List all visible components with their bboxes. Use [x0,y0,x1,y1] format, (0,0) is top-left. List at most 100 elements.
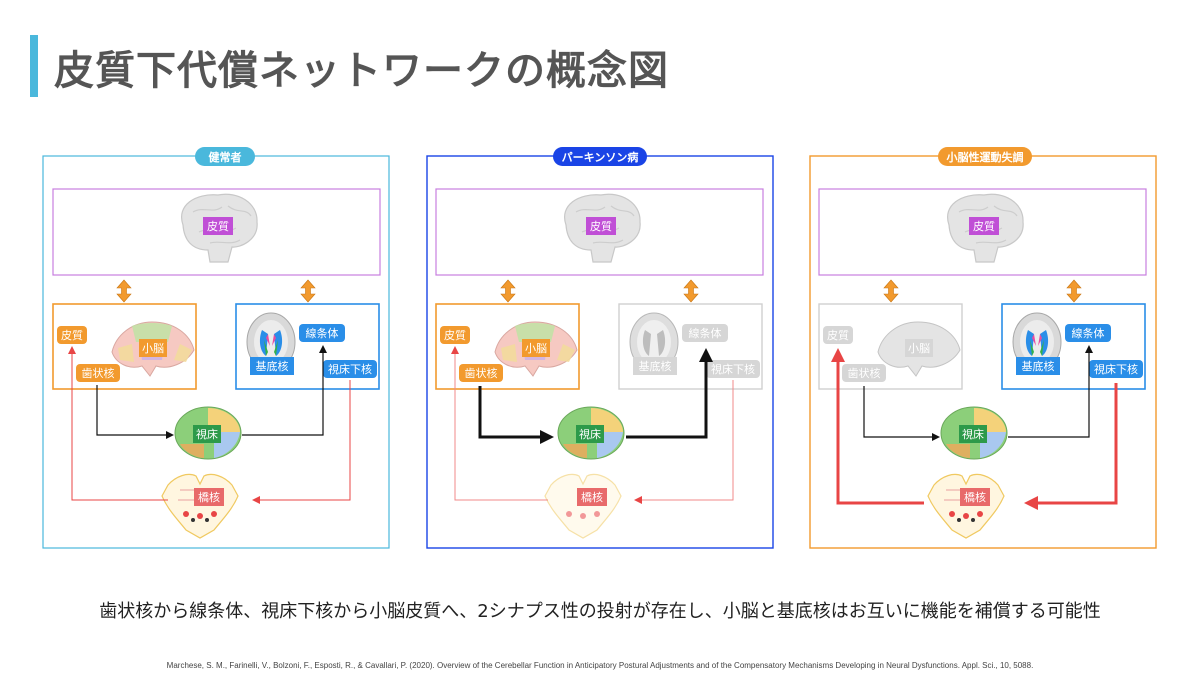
citation-text: Marchese, S. M., Farinelli, V., Bolzoni,… [166,661,1034,670]
pons-to-cerebellar-cortex-arrow [831,348,924,505]
cerebellum-label: 小脳 [908,342,930,355]
pons-to-cerebellar-cortex-arrow [68,346,168,501]
striatum-label: 線条体 [689,326,722,340]
cerebellum-label-box [139,339,167,357]
stn-to-pons-arrow [252,380,351,504]
pons-label-box [577,488,607,506]
thalamus-label-box [576,425,604,443]
bidirectional-arrow-icon [116,279,132,303]
panel-label: 小脳性運動失調 [946,150,1024,164]
cerebellum-label-box [905,339,933,357]
pons-label-box [194,488,224,506]
cortex-box [52,188,381,276]
stn-label: 視床下核 [1094,362,1138,376]
panel-parkinson: パーキンソン病 皮質 小脳 皮質 歯状核 [426,147,774,549]
page-title: 皮質下代償ネットワークの概念図 [54,48,669,94]
brain-axial-icon [246,312,296,372]
panel-label-badge [195,147,255,166]
panel-ataxia: 小脳性運動失調 皮質 小脳 皮質 歯状核 [809,147,1157,549]
dentate-to-thalamus-arrow [96,385,174,439]
basal-ganglia-label-box [633,357,677,375]
stn-label: 視床下核 [328,362,372,376]
basal-ganglia-box [1001,303,1146,390]
dentate-label-box [459,364,503,382]
dentate-label-box [842,364,886,382]
panel-label-badge [938,147,1032,166]
basal-ganglia-box [618,303,763,390]
cerebellar-cortex-label: 皮質 [61,328,83,342]
cortex-label: 皮質 [207,219,229,233]
dentate-label-box [76,364,120,382]
basal-ganglia-label-box [1016,357,1060,375]
pons-icon [544,473,622,539]
cerebellar-cortex-label-box [57,326,87,344]
cerebellar-cortex-label: 皮質 [827,328,849,342]
thalamus-to-striatum-arrow [1008,345,1093,438]
cerebellum-box [52,303,197,390]
dentate-label: 歯状核 [848,366,881,380]
stn-label-box [1089,360,1143,378]
striatum-label-box [299,324,345,342]
cerebellar-cortex-label-box [823,326,853,344]
stn-to-pons-arrow [634,380,734,504]
brain-axial-icon [1012,312,1062,372]
thalamus-label: 視床 [196,427,218,441]
panel-healthy: 健常者 皮質 小脳 皮質 歯状核 [42,147,390,549]
cortex-label: 皮質 [590,219,612,233]
cerebellar-cortex-label: 皮質 [444,328,466,342]
thalamus-label-box [193,425,221,443]
bidirectional-arrow-icon [1066,279,1082,303]
bidirectional-arrow-icon [883,279,899,303]
striatum-label: 線条体 [1072,326,1105,340]
cortex-label-box [203,217,233,235]
cortex-label-box [969,217,999,235]
striatum-label-box [1065,324,1111,342]
panel-label: 健常者 [209,150,242,164]
thalamus-label-box [959,425,987,443]
dentate-label: 歯状核 [465,366,498,380]
bidirectional-arrow-icon [300,279,316,303]
panel-label: パーキンソン病 [562,150,639,164]
basal-ganglia-box [235,303,380,390]
cerebellum-box [435,303,580,390]
stn-label-box [323,360,377,378]
stn-to-pons-arrow [1024,383,1118,510]
cerebellum-box [818,303,963,390]
caption-text: 歯状核から線条体、視床下核から小脳皮質へ、2シナプス性の投射が存在し、小脳と基底… [99,601,1101,622]
cerebellum-label: 小脳 [525,342,547,355]
pons-icon [161,473,239,539]
basal-ganglia-label: 基底核 [639,359,672,373]
stn-label: 視床下核 [711,362,755,376]
cortex-box [818,188,1147,276]
dentate-to-thalamus-arrow [478,386,554,444]
cerebellum-label: 小脳 [142,342,164,355]
cerebellar-cortex-label-box [440,326,470,344]
title-accent-bar [30,35,38,97]
striatum-label: 線条体 [306,326,339,340]
thalamus-to-striatum-arrow [242,345,327,436]
stn-label-box [706,360,760,378]
thalamus-label: 視床 [579,427,601,441]
pons-to-cerebellar-cortex-arrow [451,346,548,501]
cerebellum-label-box [522,339,550,357]
network-diagram: 健常者 皮質 小脳 皮質 歯状核 [42,147,1157,549]
cortex-box [435,188,764,276]
brain-axial-icon [629,312,679,372]
panel-label-badge [553,147,647,166]
basal-ganglia-label-box [250,357,294,375]
cortex-label: 皮質 [973,219,995,233]
basal-ganglia-label: 基底核 [256,359,289,373]
bidirectional-arrow-icon [500,279,516,303]
pons-label: 橋核 [581,490,603,504]
basal-ganglia-label: 基底核 [1022,359,1055,373]
dentate-to-thalamus-arrow [863,386,940,441]
pons-label-box [960,488,990,506]
striatum-label-box [682,324,728,342]
bidirectional-arrow-icon [683,279,699,303]
cortex-label-box [586,217,616,235]
thalamus-label: 視床 [962,427,984,441]
thalamus-to-striatum-arrow [626,348,713,439]
dentate-label: 歯状核 [82,366,115,380]
pons-label: 橋核 [198,490,220,504]
pons-icon [927,473,1005,539]
